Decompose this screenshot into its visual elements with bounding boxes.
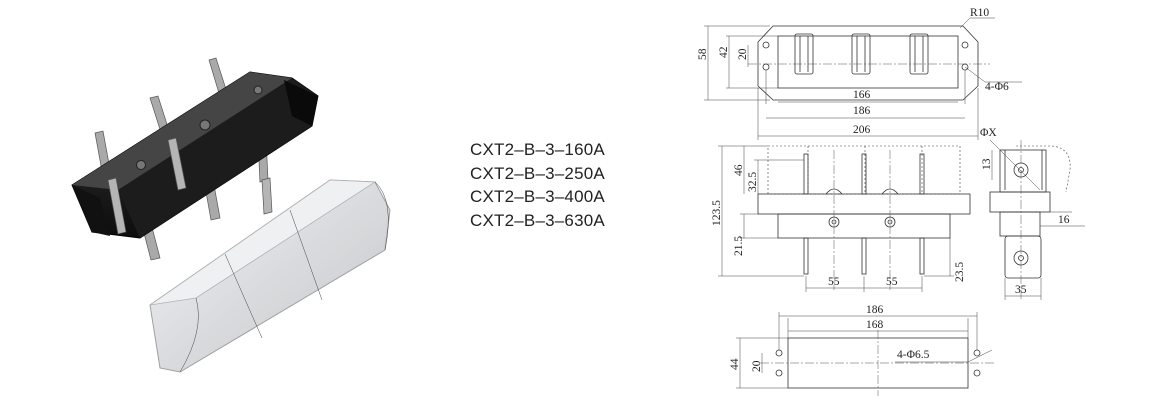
top-view: R10 4-Φ6 58 42 20 166 186 206 [697,7,1022,140]
dim-r10: R10 [970,7,989,19]
dim-55-left: 55 [828,276,840,288]
dim-phi-x: ΦX [980,127,997,139]
model-item: CXT2–B–3–630A [470,210,605,230]
dim-23-5: 23.5 [954,262,966,282]
model-list: CXT2–B–3–160A CXT2–B–3–250A CXT2–B–3–400… [470,138,605,232]
cover-view: 186 168 44 20 4-Φ6.5 [729,304,995,396]
front-view: 123.5 46 32.5 21.5 23.5 55 55 [711,145,971,292]
dimension-drawing: R10 4-Φ6 58 42 20 166 186 206 [697,7,1085,396]
dim-55-right: 55 [886,276,898,288]
black-base [71,71,319,239]
product-photo [71,57,391,373]
dim-42: 42 [718,46,730,58]
dim-4-phi6: 4-Φ6 [985,81,1009,93]
dim-32-5: 32.5 [747,172,759,192]
dim-46: 46 [733,164,745,176]
dim-21-5: 21.5 [733,236,745,256]
dim-13: 13 [981,158,993,170]
dim-206: 206 [853,124,871,136]
side-view: ΦX 13 16 35 [980,127,1085,300]
clear-cover [149,179,391,373]
dim-44: 44 [729,358,741,370]
dim-20: 20 [737,48,749,60]
dim-20-cover: 20 [751,360,763,372]
dim-4-phi6-5: 4-Φ6.5 [897,349,930,361]
model-item: CXT2–B–3–250A [470,163,605,183]
dim-123-5: 123.5 [711,200,723,226]
dim-58: 58 [697,48,709,60]
dim-186-cover: 186 [866,304,884,316]
dim-168: 168 [866,319,884,331]
dim-35: 35 [1015,284,1027,296]
model-item: CXT2–B–3–400A [470,187,605,206]
dim-186: 186 [853,105,871,117]
model-item: CXT2–B–3–160A [470,140,605,159]
dim-16: 16 [1058,214,1070,226]
dim-166: 166 [853,89,871,101]
